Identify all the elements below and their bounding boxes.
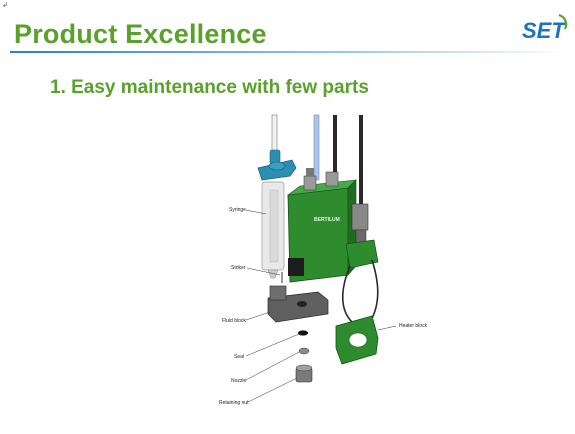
cable-black-2 <box>359 115 363 210</box>
syringe-tip <box>267 269 279 279</box>
slide-subtitle: 1. Easy maintenance with few parts <box>50 77 369 98</box>
label-fluid-block: Fluid block <box>222 318 246 324</box>
top-fitting-2 <box>325 171 339 187</box>
logo-swoosh-icon <box>558 13 568 30</box>
heater-wire-1 <box>341 265 353 323</box>
set-logo: SET <box>522 13 568 43</box>
fluid-block-post <box>269 285 287 301</box>
syringe-plunger <box>269 189 279 263</box>
fluid-block-hole <box>297 301 307 307</box>
corner-mark: ↲ <box>2 1 8 9</box>
top-fitting-1 <box>303 175 317 191</box>
syringe-fitting-cap <box>268 161 286 171</box>
logo-text: SET <box>522 18 566 43</box>
retaining-nut-top <box>295 364 313 372</box>
label-striker: Striker <box>231 265 246 271</box>
label-nozzle: Nozzle <box>231 378 247 384</box>
title-underline <box>10 51 567 53</box>
device-brand: BERTILUM <box>314 217 340 223</box>
cable-black-1 <box>333 115 337 183</box>
top-fitting-3 <box>306 168 314 176</box>
tube-blue <box>313 114 320 181</box>
heater-block-hole <box>348 332 368 348</box>
label-retaining-nut: Retaining nut <box>219 400 249 406</box>
label-seal: Seal <box>234 354 244 360</box>
label-heater-block: Heater block <box>399 323 428 329</box>
side-connector <box>351 203 369 231</box>
label-syringe: Syringe <box>229 207 246 213</box>
seal-part <box>297 330 309 336</box>
green-lower-block <box>345 239 379 269</box>
body-bottom-plate <box>288 258 304 276</box>
heater-wire-2 <box>369 259 379 323</box>
nozzle-part <box>298 347 310 355</box>
slide-title: Product Excellence <box>14 19 267 49</box>
